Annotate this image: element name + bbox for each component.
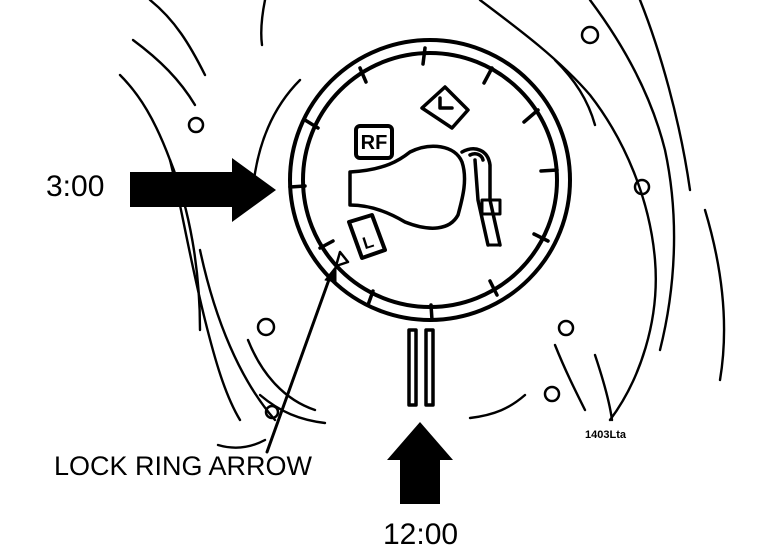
lock-ring-pointer-line <box>265 272 333 454</box>
twelve-oclock-alignment-marks <box>407 328 435 407</box>
rf-badge-text: RF <box>361 132 388 154</box>
fuel-line-connector <box>480 198 502 216</box>
twelve-oclock-label: 12:00 <box>383 518 459 551</box>
lock-ring-tabs <box>288 46 559 322</box>
three-oclock-label: 3:00 <box>46 170 105 203</box>
keyed-notch <box>420 85 470 130</box>
rf-badge-frame <box>354 124 394 160</box>
lock-ring-arrow-label: LOCK RING ARROW <box>54 451 313 481</box>
lock-ring-arrow-tip <box>324 265 337 283</box>
fuel-pump-housing <box>348 144 467 230</box>
mounting-holes <box>187 25 651 420</box>
lock-ring-outer <box>288 38 572 322</box>
tank-body-contours <box>118 0 726 449</box>
three-oclock-arrow <box>130 158 276 222</box>
l-badge-frame <box>347 213 387 260</box>
lock-ring-inner <box>301 51 559 309</box>
lock-ring-arrow-mark <box>334 250 350 268</box>
figure-code: 1403Lta <box>585 429 626 441</box>
fuel-line-tube <box>460 147 502 247</box>
l-badge-text: L <box>360 232 376 253</box>
twelve-oclock-arrow <box>387 422 453 504</box>
